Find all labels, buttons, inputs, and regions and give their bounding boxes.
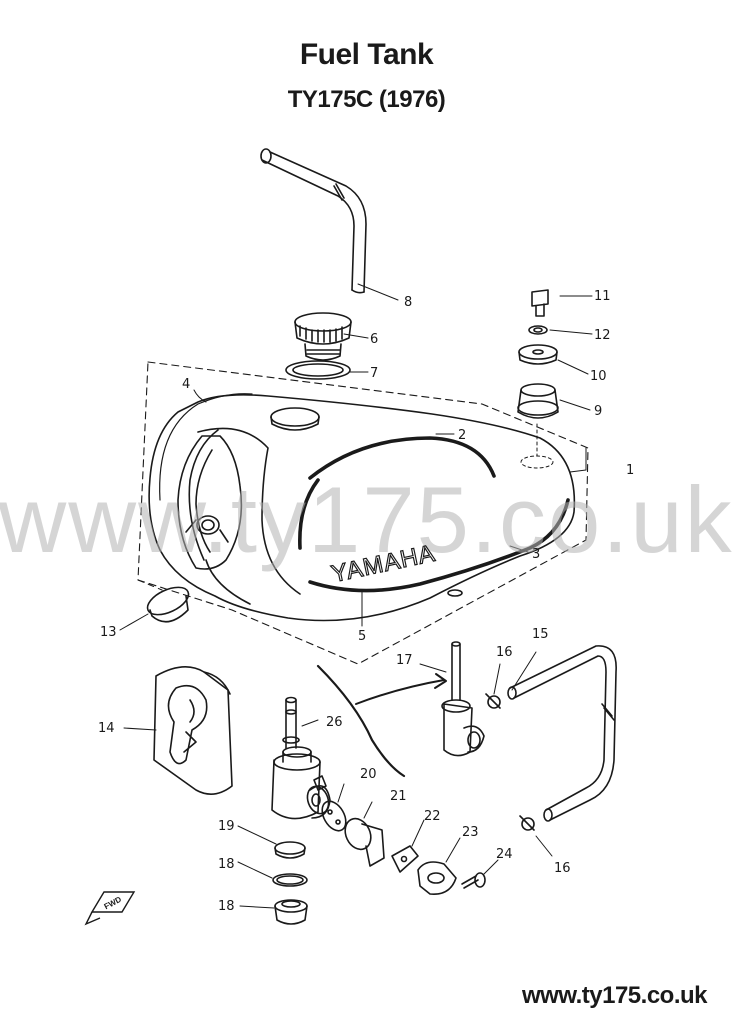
fuel-pipe [507,645,617,822]
hose-clip-upper [485,693,501,709]
mounting-washer [528,325,548,335]
knee-grip-rubber [177,435,243,570]
petcock-bowl-18 [274,899,308,925]
hose-clip-lower [519,815,535,831]
callout-10: 10 [590,369,607,384]
tank-drain-plug [196,515,220,535]
callout-4: 4 [182,377,190,392]
side-trim [159,393,253,501]
callout-5: 5 [358,629,366,644]
callout-20: 19 [218,819,235,834]
fwd-label: FWD [103,895,124,912]
footer-url: www.ty175.co.uk [521,982,708,1009]
callout-15: 15 [532,627,549,642]
callout-19: 18 [218,857,235,872]
mounting-damper [517,383,559,419]
fuel-cap [294,312,352,361]
cap-gasket [285,360,351,380]
callout-16-lower: 16 [554,861,571,876]
callout-23: 22 [424,809,441,824]
callout-8: 8 [404,295,412,310]
watermark-text: www.ty175.co.uk [0,467,733,572]
callout-26: 26 [326,715,343,730]
tank-stripe-upper [308,436,496,480]
callout-13: 13 [100,625,117,640]
callout-7: 7 [370,366,378,381]
petcock-disc-21 [321,800,347,832]
petcock-seal-23 [391,845,419,873]
petcock-oring-19 [272,873,308,887]
fwd-arrow-icon: FWD [84,891,136,926]
knee-pad [153,666,233,795]
detail-arrow [316,664,406,778]
petcock-plate-24 [417,861,457,895]
callout-22: 21 [390,789,407,804]
callout-16-upper: 16 [496,645,513,660]
tank-stripe-lower [298,478,570,593]
callout-6: 6 [370,332,378,347]
breather-hose [260,148,367,294]
callout-18: 18 [218,899,235,914]
callout-24: 23 [462,825,479,840]
callout-21: 20 [360,767,377,782]
callout-3: 3 [532,547,540,562]
petcock-lever-22 [344,817,385,867]
fuel-petcock [271,696,331,820]
mounting-bolt [531,289,549,317]
page-subtitle: TY175C (1976) [287,86,446,113]
mounting-collar [518,344,558,365]
callout-1: 1 [626,463,634,478]
callout-17: 17 [396,653,413,668]
fuel-tank-body [148,394,576,622]
callout-11: 11 [594,289,611,304]
callout-9: 9 [594,404,602,419]
callout-12: 12 [594,328,611,343]
page-title: Fuel Tank [299,38,434,71]
petcock-screw-25 [461,872,486,889]
callout-labels: 8 6 7 11 12 10 9 4 2 1 3 5 13 14 15 16 1… [98,289,634,914]
callout-leaders [119,283,593,909]
callout-25: 24 [496,847,513,862]
callout-2: 2 [458,428,466,443]
rubber-cap [146,586,190,623]
callout-14: 14 [98,721,115,736]
assembly-boundary-dashed [137,361,589,665]
petcock-gasket-20 [274,841,306,859]
petcock-inline [441,641,485,757]
